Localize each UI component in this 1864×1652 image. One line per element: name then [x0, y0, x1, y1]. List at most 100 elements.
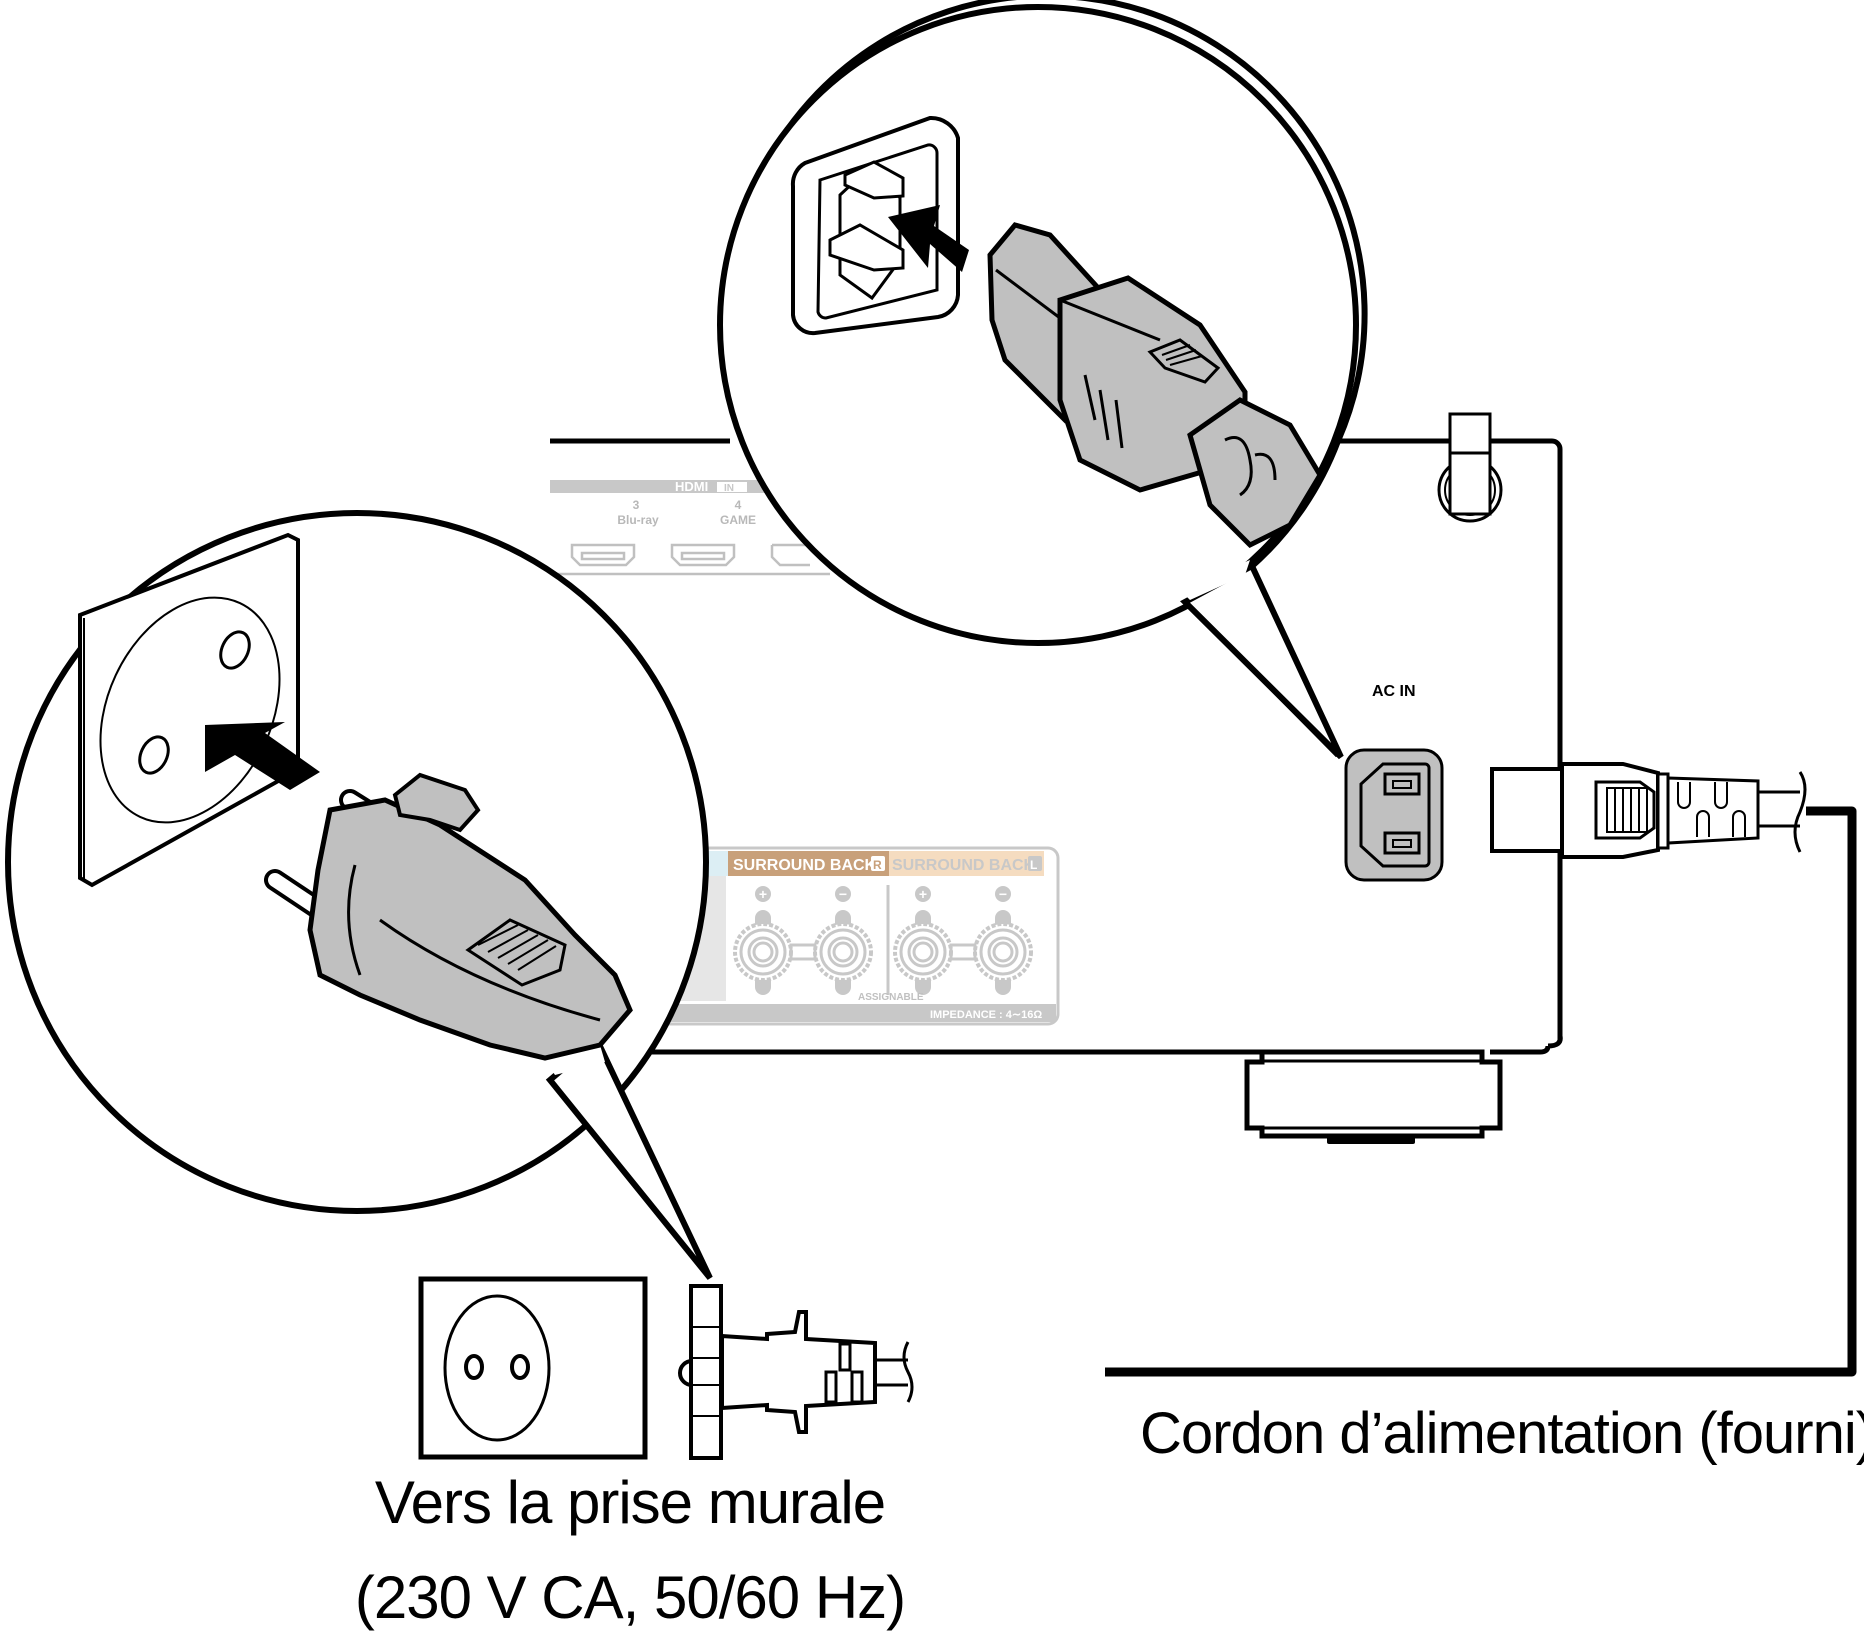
- inlet-closeup: [790, 115, 960, 336]
- wall-outlet-magnifier: [5, 510, 713, 1280]
- binding-post-ring: [739, 928, 787, 976]
- polarity-sign: +: [759, 886, 767, 902]
- wall-outlet-hole-right: [510, 1354, 530, 1380]
- binding-post-ring: [992, 941, 1014, 963]
- ac-in-label: AC IN: [1372, 683, 1416, 700]
- binding-post-bridge: [949, 943, 977, 961]
- insertion-arrow-left: [205, 722, 320, 790]
- binding-post-ring: [752, 941, 774, 963]
- iec-plug-grip-ridges: [1606, 787, 1648, 833]
- wall-outlet-face: [443, 1294, 551, 1442]
- hdmi-port-4-name: GAME: [720, 513, 756, 527]
- schuko-plug-grip-ridges: [477, 924, 557, 971]
- binding-post-ring: [827, 936, 859, 968]
- wall-outlet-caption-line1: Vers la prise murale: [374, 1469, 886, 1536]
- speaker-terminal-section: SURROUND BACK R SURROUND BACK L +−+− ASS…: [658, 846, 1060, 1026]
- impedance-label: IMPEDANCE : 4∼16Ω: [930, 1009, 1042, 1021]
- power-cord-caption: Cordon d’alimentation (fourni): [1140, 1401, 1864, 1466]
- hdmi-port-4: [670, 543, 736, 567]
- hdmi-port-3-slot: [580, 551, 626, 561]
- surround-back-l-badge: [1028, 856, 1042, 871]
- speaker-binding-post: −: [813, 886, 873, 995]
- polarity-sign: −: [839, 886, 847, 902]
- binding-post-ring: [733, 922, 793, 982]
- ac-in-pin-top-slot: [1392, 780, 1412, 789]
- minus-icon: [995, 886, 1011, 902]
- binding-post-ring: [813, 922, 873, 982]
- surround-back-r-header: [728, 851, 889, 876]
- speaker-binding-post: +: [733, 886, 793, 995]
- iec-plug-head: [1490, 767, 1564, 853]
- magnifier-pointer-mask: [1180, 560, 1250, 600]
- iec-plug-closeup: [987, 222, 1323, 549]
- chassis-outline: [550, 412, 1563, 1144]
- binding-post-ring: [747, 936, 779, 968]
- binding-post-ring: [819, 928, 867, 976]
- cord-break-mark: [1793, 771, 1807, 853]
- ac-inlet-magnifier: [717, 0, 1368, 760]
- foot-body: [1244, 1049, 1503, 1139]
- wall-outlet-hole-left: [464, 1354, 484, 1380]
- binding-post-bridge: [789, 943, 817, 961]
- binding-post-ring: [987, 936, 1019, 968]
- wall-plate-closeup: [78, 532, 300, 888]
- binding-post-ring: [912, 941, 934, 963]
- inlet-inner-frame: [816, 143, 939, 320]
- foot-pad: [1327, 1136, 1415, 1144]
- binding-post-ring: [832, 941, 854, 963]
- hdmi-port-5-partial: [770, 543, 812, 567]
- minus-icon: [835, 886, 851, 902]
- ac-in-pin-bottom-slot: [1392, 839, 1412, 848]
- plug-cord-stub: [875, 1358, 908, 1387]
- antenna-post: [1448, 412, 1492, 516]
- chassis-bottom-edge: [645, 1035, 1563, 1055]
- hdmi-port-3-number: 3: [633, 498, 640, 512]
- wall-socket-hole-right: [219, 630, 251, 670]
- impedance-bar: [662, 1004, 1056, 1022]
- schuko-plug-seam: [379, 918, 601, 1022]
- hdmi-port-4-number: 4: [735, 498, 742, 512]
- iec-plug-strain-slots: [1677, 782, 1746, 837]
- receiver-foot: [1244, 1049, 1503, 1144]
- hdmi-header-label: HDMI: [675, 479, 708, 494]
- iec-power-plug: [1490, 762, 1807, 859]
- iec-plug-closeup-strain-grooves: [1224, 436, 1277, 497]
- hdmi-input-section: HDMI IN 3 Blu-ray 4 GAME: [550, 479, 830, 576]
- schuko-plug-side: [347, 864, 362, 976]
- hdmi-in-badge-label: IN: [724, 483, 734, 494]
- chassis-top-edge-right: [1338, 438, 1563, 1040]
- inlet-pin-bottom: [828, 223, 905, 272]
- cord-stub: [1758, 790, 1800, 828]
- hdmi-header-bar: [550, 480, 770, 493]
- speaker-binding-post: −: [973, 886, 1033, 995]
- binding-post-ring: [899, 928, 947, 976]
- binding-post-ring: [979, 928, 1027, 976]
- surround-back-l-badge-label: L: [1030, 858, 1037, 872]
- binding-post-ring: [907, 936, 939, 968]
- wall-outlet-symbol: [418, 1276, 648, 1460]
- schuko-plug-closeup: [264, 772, 633, 1061]
- schuko-plug-cap: [392, 772, 481, 833]
- assignable-label: ASSIGNABLE: [858, 992, 924, 1003]
- schuko-plug-grip: [465, 918, 567, 987]
- magnifier-pointer-top: [1180, 561, 1344, 760]
- binding-post-ring: [973, 922, 1033, 982]
- surround-back-l-label: SURROUND BACK: [892, 857, 1036, 874]
- power-cord-line: [1105, 806, 1857, 1377]
- plug-flange-divisions: [691, 1326, 721, 1417]
- wall-outlet-caption-line2: (230 V CA, 50/60 Hz): [354, 1564, 906, 1631]
- iec-plug-closeup-latch-ridges: [1161, 344, 1203, 366]
- insertion-arrow-top: [888, 205, 969, 272]
- receiver-rear-panel: HDMI IN 3 Blu-ray 4 GAME SURROUND BACK: [550, 412, 1807, 1144]
- binding-post-ring: [893, 922, 953, 982]
- schuko-plug-body: [307, 797, 633, 1061]
- surround-back-r-label: SURROUND BACK: [733, 857, 877, 874]
- polarity-sign: +: [919, 886, 927, 902]
- magnifier-pointer-left-mask: [545, 1045, 605, 1075]
- hdmi-in-badge: [717, 482, 747, 492]
- wall-socket-hole-left: [138, 735, 170, 775]
- inlet-pin-top: [843, 160, 905, 200]
- hdmi-port-3: [570, 543, 636, 567]
- polarity-sign: −: [999, 886, 1007, 902]
